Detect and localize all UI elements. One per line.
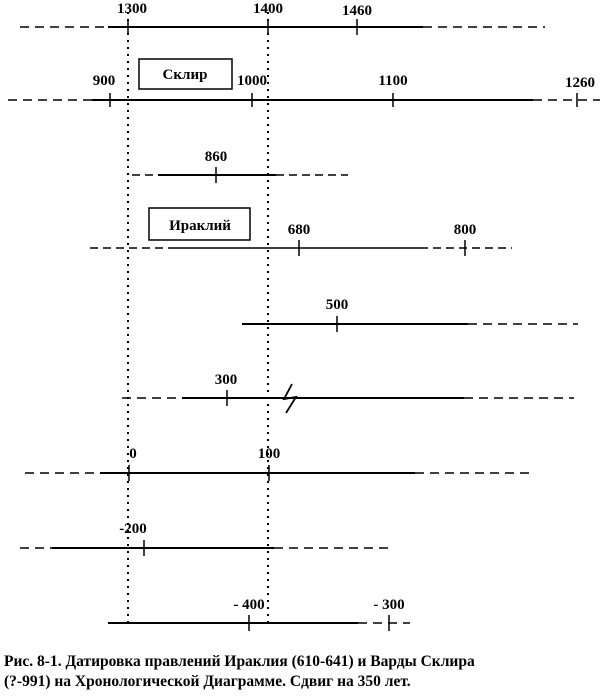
tick-label-1460: 1460	[342, 3, 372, 19]
tick-label-680: 680	[288, 222, 311, 238]
tick-label-1100: 1100	[378, 73, 407, 89]
box-sklir: Склир	[138, 58, 233, 90]
caption-line-1: Рис. 8-1. Датировка правлений Ираклия (6…	[4, 653, 475, 670]
tick-label-800: 800	[454, 222, 477, 238]
tick-label-0: 0	[129, 446, 137, 462]
tick-label-1300: 1300	[117, 1, 147, 17]
tick-label-860: 860	[205, 149, 228, 165]
figure-caption: Рис. 8-1. Датировка правлений Ираклия (6…	[4, 652, 602, 692]
box-irakliy-label: Ираклий	[169, 218, 231, 234]
box-irakliy: Ираклий	[148, 207, 251, 241]
tick-label-300: 300	[215, 372, 238, 388]
break-mark-icon	[282, 383, 298, 414]
box-sklir-label: Склир	[163, 67, 208, 83]
tick-label-1260: 1260	[565, 75, 595, 91]
tick-label-900: 900	[93, 73, 116, 89]
tick-label-500: 500	[326, 297, 349, 313]
tick-label-minus-400: - 400	[233, 597, 264, 613]
caption-line-2: (?-991) на Хронологической Диаграмме. Сд…	[4, 673, 411, 690]
tick-label-1000: 1000	[237, 73, 267, 89]
tick-label-minus-200: -200	[119, 521, 147, 537]
chronological-diagram: Склир Ираклий 1300 1400 1460 900 1000 11…	[8, 1, 600, 631]
tick-label-1400: 1400	[253, 1, 283, 17]
tick-label-100: 100	[258, 446, 281, 462]
tick-label-minus-300: - 300	[373, 597, 404, 613]
